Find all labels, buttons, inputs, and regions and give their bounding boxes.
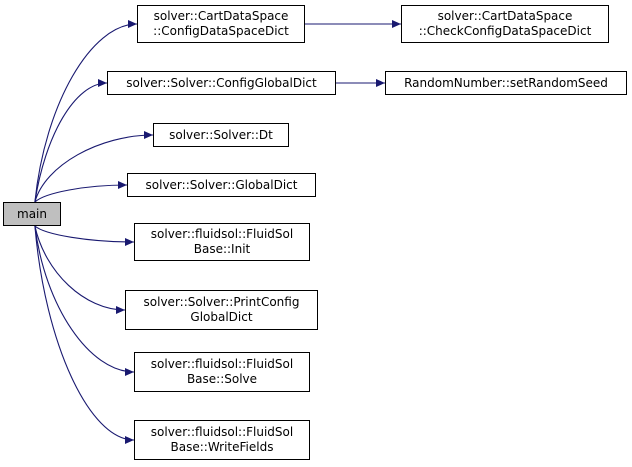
node-solver-dt[interactable]: solver::Solver::Dt bbox=[153, 123, 289, 147]
node-label-line: solver::fluidsol::FluidSol bbox=[150, 227, 294, 241]
node-label-line: solver::Solver::PrintConfig bbox=[143, 295, 300, 309]
edge-main-to-solver-globaldict bbox=[34, 181, 128, 203]
edge-main-to-fluidsolbase-init bbox=[34, 225, 135, 246]
edge-main-to-fluidsolbase-solve bbox=[34, 225, 135, 376]
node-label-line: solver::CartDataSpace bbox=[437, 9, 573, 23]
node-label-line: RandomNumber::setRandomSeed bbox=[404, 75, 608, 90]
node-label-line: GlobalDict bbox=[190, 310, 253, 324]
node-cartdataspace-checkconfigdataspacedict[interactable]: solver::CartDataSpace::CheckConfigDataSp… bbox=[401, 5, 609, 43]
node-label-line: Base::WriteFields bbox=[170, 440, 274, 454]
node-label-line: Base::Init bbox=[193, 242, 251, 256]
edge-main-to-solver-configglobaldict bbox=[34, 79, 108, 203]
node-label-line: ::ConfigDataSpaceDict bbox=[153, 24, 289, 38]
node-cartdataspace-configdataspacedict[interactable]: solver::CartDataSpace::ConfigDataSpaceDi… bbox=[137, 5, 305, 43]
node-label-line: ::CheckConfigDataSpaceDict bbox=[418, 24, 592, 38]
edge-main-to-solver-printconfigglobaldict bbox=[34, 225, 126, 314]
node-solver-globaldict[interactable]: solver::Solver::GlobalDict bbox=[127, 173, 316, 197]
edge-main-to-cartdataspace-configdataspacedict bbox=[34, 20, 138, 203]
node-label-line: solver::Solver::GlobalDict bbox=[145, 177, 298, 192]
node-main: main bbox=[3, 202, 61, 226]
node-label-line: Base::Solve bbox=[186, 372, 258, 386]
node-solver-configglobaldict[interactable]: solver::Solver::ConfigGlobalDict bbox=[107, 71, 336, 95]
edge-main-to-fluidsolbase-writefields bbox=[34, 225, 135, 444]
node-label-line: solver::fluidsol::FluidSol bbox=[150, 357, 294, 371]
node-label-line: solver::Solver::Dt bbox=[169, 127, 273, 142]
node-label-line: solver::CartDataSpace bbox=[153, 9, 289, 23]
node-label-line: solver::fluidsol::FluidSol bbox=[150, 425, 294, 439]
node-label-line: main bbox=[17, 206, 47, 221]
node-label-line: solver::Solver::ConfigGlobalDict bbox=[126, 75, 317, 90]
node-randomnumber-setrandomseed[interactable]: RandomNumber::setRandomSeed bbox=[385, 71, 627, 95]
edge-main-to-solver-dt bbox=[34, 131, 154, 203]
